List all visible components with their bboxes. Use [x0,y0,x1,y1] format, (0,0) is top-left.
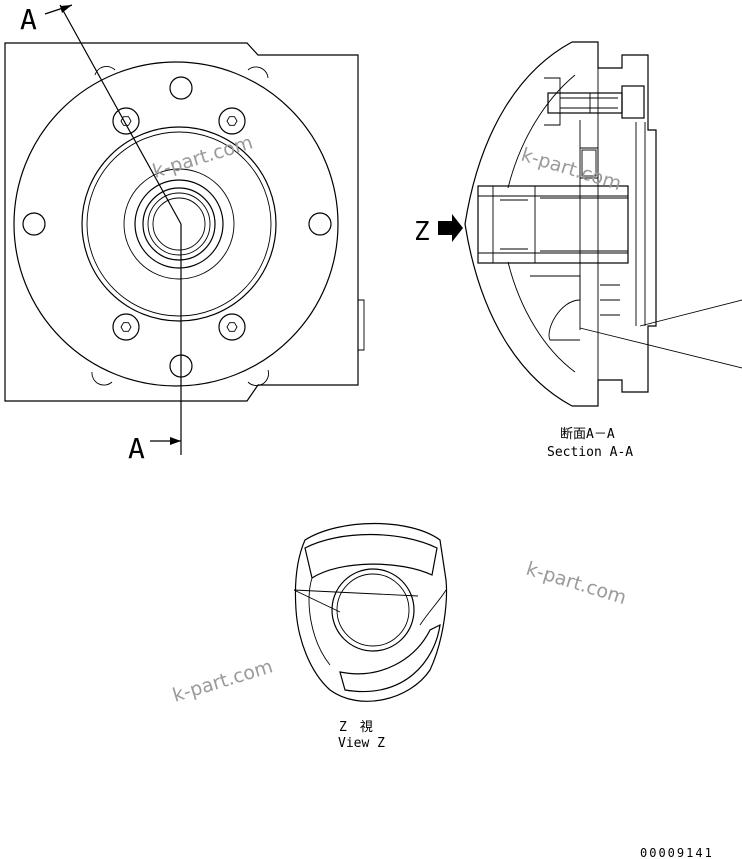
leader-line [579,327,742,369]
leader-line [639,299,742,327]
bolt-hole [22,212,46,236]
watermark: k-part.com [150,131,255,182]
section-title-jp: 断面A－A [560,427,615,442]
socket-bolt [112,313,140,341]
kidney-port-top [304,533,438,579]
view-z-bore [331,568,415,652]
section-title-en: Section A-A [547,445,633,460]
section-marker-bottom: A [128,432,145,465]
kidney-port-bottom [339,623,441,693]
view-marker: Z [414,217,430,247]
view-z-drawing [293,522,448,702]
section-bolt [547,92,623,114]
socket-bolt [112,107,140,135]
watermark: k-part.com [524,558,629,609]
socket-bolt [218,313,246,341]
view-arrow-z: Z [414,214,463,247]
drawing-number: 00009141 [640,846,714,859]
view-title-jp: Z 視 [339,720,373,735]
view-title-en: View Z [338,736,385,751]
flange-circle [13,61,339,387]
section-shaft [477,185,629,264]
front-view [4,42,365,402]
section-marker-top: A [20,3,37,36]
boss-circle [134,179,224,269]
section-view [464,41,742,407]
view-z-outline [294,522,448,702]
pilot-outer-circle [81,126,277,322]
watermark: k-part.com [170,655,275,706]
housing-outline [4,42,359,402]
section-line-a-a: A A [20,3,182,465]
watermark: k-part.com [519,144,624,195]
socket-bolt [218,107,246,135]
section-outer-profile [464,41,573,407]
view-arrow-icon [438,214,463,242]
bolt-hole [169,76,193,100]
bolt-hole [308,212,332,236]
